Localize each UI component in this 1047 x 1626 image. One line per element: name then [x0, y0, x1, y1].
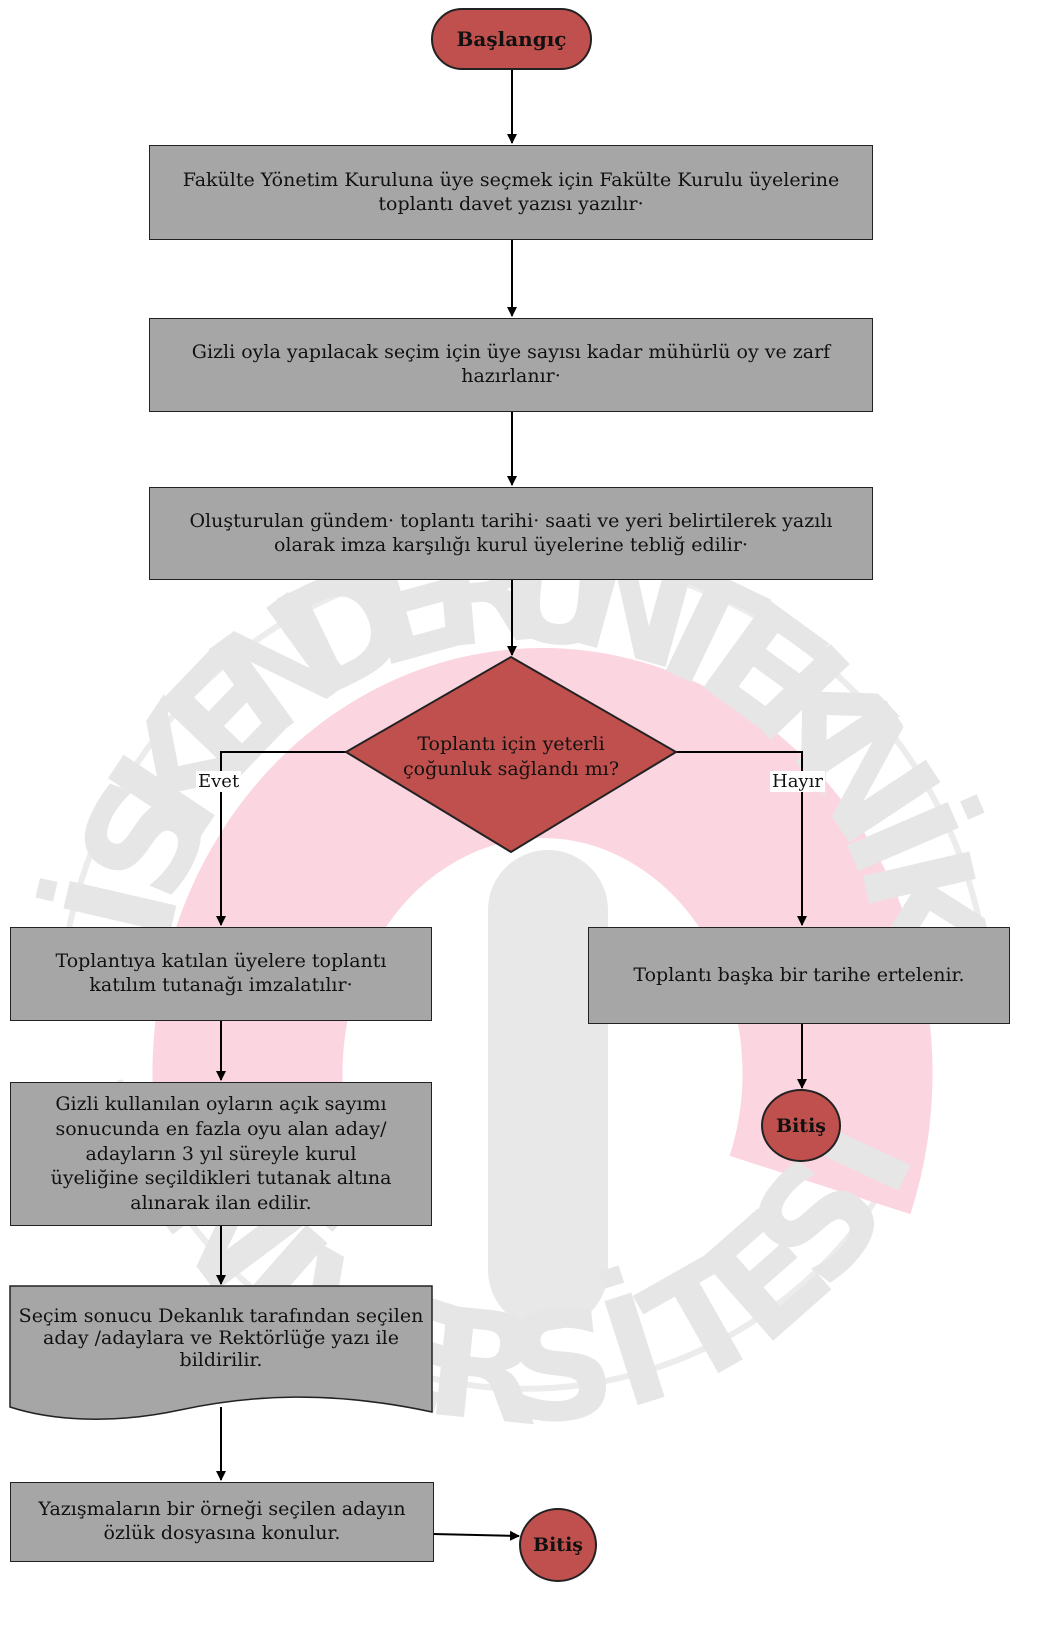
arrow-yes4-to-end: [432, 1530, 520, 1541]
document-shape-yes3: [9, 1285, 433, 1420]
yes1-box: Toplantıya katılan üyelere toplantı katı…: [10, 927, 432, 1021]
end-terminal-yes: Bitiş: [519, 1508, 597, 1582]
step2-text: Gizli oyla yapılacak seçim için üye sayı…: [191, 341, 831, 387]
no-branch-label: Hayır: [770, 771, 825, 792]
watermark-bottom-ring: [117, 1079, 933, 1392]
decision-text: Toplantı için yeterli çoğunluk sağlandı …: [402, 733, 620, 780]
yes4-text: Yazışmaların bir örneği seçilen adayın ö…: [38, 1498, 406, 1544]
arrow-decision-no: [676, 751, 807, 926]
yes-branch-label: Evet: [196, 771, 242, 792]
yes2-text: Gizli kullanılan oyların açık sayımı son…: [50, 1093, 392, 1215]
end-yes-label: Bitiş: [533, 1534, 583, 1556]
start-terminal: Başlangıç: [431, 8, 592, 70]
step3-box: Oluşturulan gündem· toplantı tarihi· saa…: [149, 487, 873, 580]
yes3-text: Seçim sonucu Dekanlık tarafından seçilen…: [18, 1305, 424, 1371]
no1-box: Toplantı başka bir tarihe ertelenir.: [588, 927, 1010, 1024]
step3-text: Oluşturulan gündem· toplantı tarihi· saa…: [189, 509, 833, 556]
step1-box: Fakülte Yönetim Kuruluna üye seçmek için…: [149, 145, 873, 240]
end-no-label: Bitiş: [776, 1114, 826, 1137]
watermark-letter: S: [498, 1276, 623, 1460]
decision-diamond: [344, 655, 678, 854]
watermark-letter: R: [418, 1276, 551, 1461]
yes2-box: Gizli kullanılan oyların açık sayımı son…: [10, 1082, 432, 1226]
yes3-text-area: Seçim sonucu Dekanlık tarafından seçilen…: [10, 1290, 432, 1390]
step2-box: Gizli oyla yapılacak seçim için üye sayı…: [149, 318, 873, 412]
end-terminal-no: Bitiş: [761, 1089, 841, 1162]
yes1-text: Toplantıya katılan üyelere toplantı katı…: [55, 950, 387, 996]
watermark-gray-pillar: [488, 850, 608, 1330]
arrow-decision-yes: [216, 751, 346, 926]
no1-text: Toplantı başka bir tarihe ertelenir.: [633, 963, 965, 986]
yes4-box: Yazışmaların bir örneği seçilen adayın ö…: [10, 1482, 434, 1562]
step1-text: Fakülte Yönetim Kuruluna üye seçmek için…: [182, 168, 840, 215]
start-label: Başlangıç: [456, 27, 567, 51]
